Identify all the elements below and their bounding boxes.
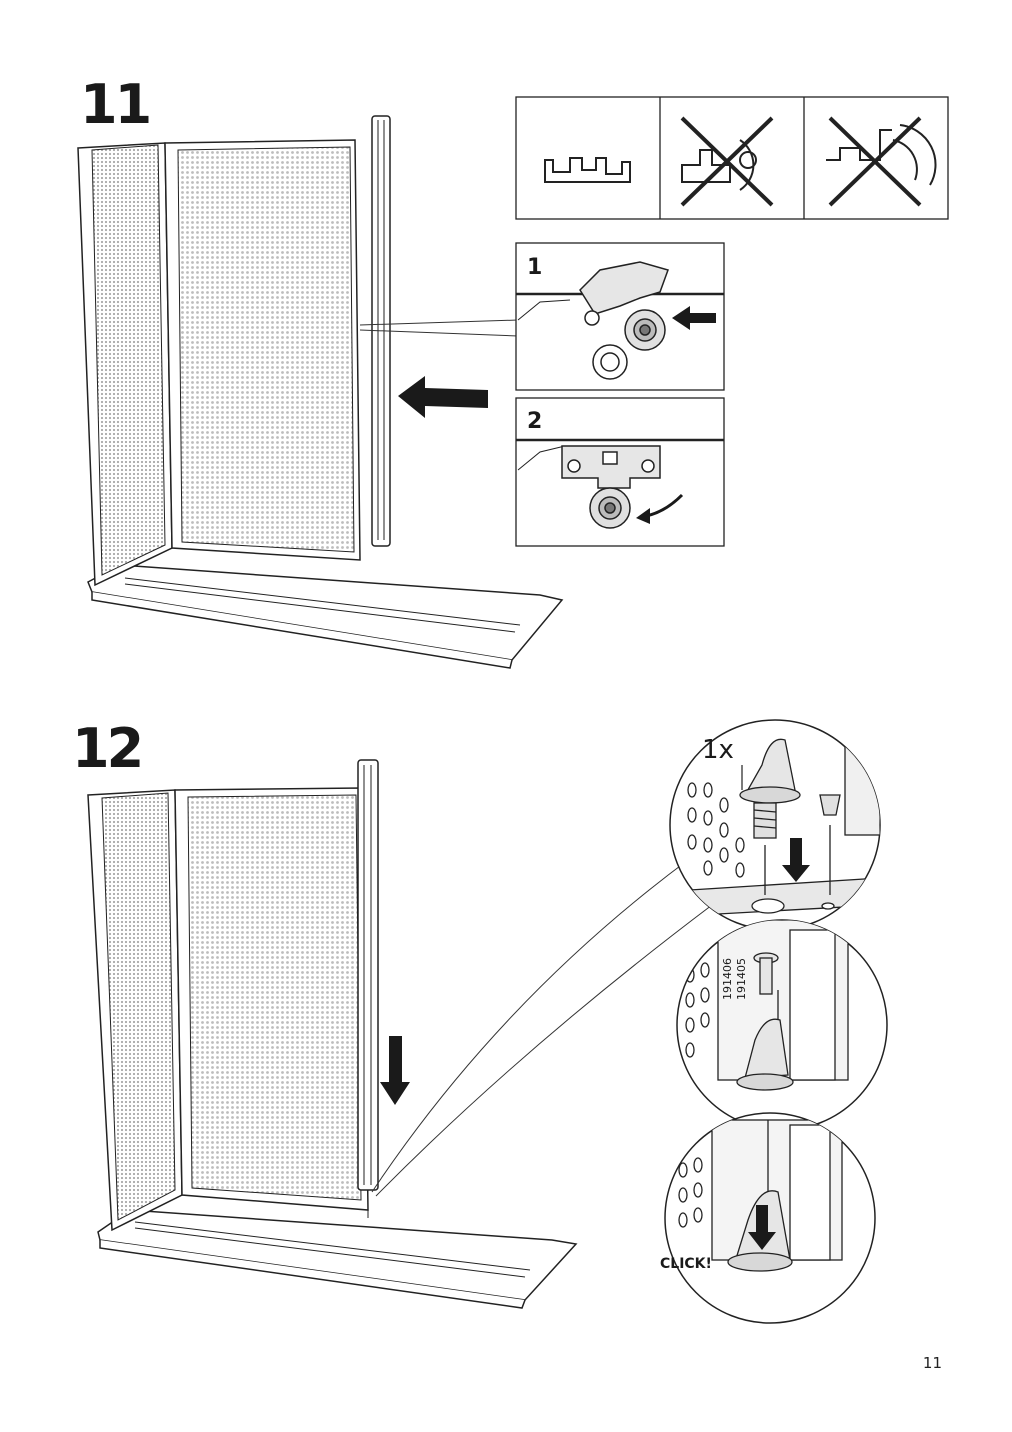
leader-line [359, 319, 519, 337]
arrow-down-icon [380, 1036, 410, 1105]
foot-part [744, 1018, 789, 1079]
rail-profile-icon [544, 157, 631, 183]
arrow-left-icon [398, 376, 488, 418]
rotate-arrow-icon [636, 493, 684, 524]
magnifier-detail-1 [669, 719, 881, 931]
perforation-dots [687, 782, 745, 878]
rail-profile-crossed-icon [826, 116, 937, 207]
detail-box-2-label: 2 [527, 409, 542, 434]
base-plate [97, 1209, 578, 1309]
leader-line [371, 859, 713, 1197]
rail-profile-crossed-icon [680, 116, 774, 207]
back-panel [164, 139, 361, 561]
arrow-down-icon [782, 838, 810, 882]
magnifier-detail-2 [676, 919, 888, 1131]
clip-rotate-icon [561, 445, 661, 529]
foot-part [743, 738, 796, 796]
quantity-label: 1x [702, 735, 734, 765]
step-11-illustration: 1 2 [77, 96, 949, 669]
side-panel [87, 789, 183, 1232]
click-label: CLICK! [660, 1256, 712, 1272]
part-number-191406: 191406 [721, 958, 734, 1000]
magnifier-detail-3 [664, 1112, 876, 1324]
foot-part [734, 1190, 791, 1263]
arrow-left-icon [672, 306, 716, 330]
back-panel [174, 787, 369, 1211]
arrow-down-icon [748, 1205, 776, 1250]
step-number-11: 11 [80, 73, 152, 136]
step-number-12: 12 [72, 717, 144, 780]
upright-rail [357, 759, 379, 1218]
base-plate [87, 564, 564, 669]
part-number-191405: 191405 [735, 958, 748, 1000]
page-number: 11 [922, 1354, 942, 1372]
side-panel [77, 142, 173, 587]
detail-box-1-label: 1 [527, 255, 542, 280]
clip-insert-icon [579, 261, 669, 380]
